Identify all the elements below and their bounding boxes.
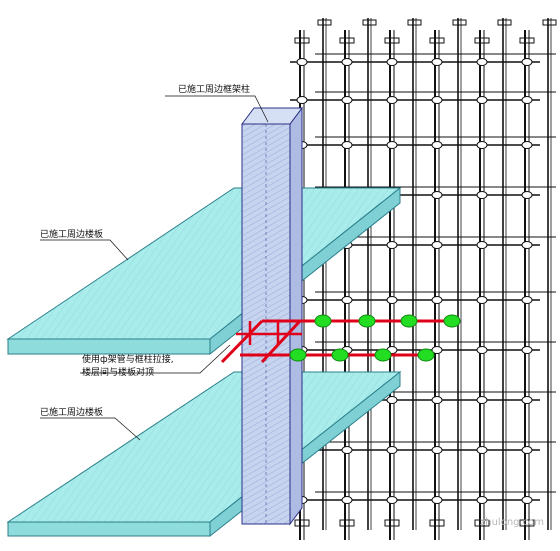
rosette-node — [386, 396, 398, 404]
rosette-node — [431, 496, 443, 504]
rosette-node — [386, 446, 398, 454]
coupler-node — [417, 348, 435, 362]
rosette-node — [476, 241, 488, 249]
rosette-node — [521, 346, 533, 354]
rosette-node — [521, 191, 533, 199]
rosette-node — [386, 96, 398, 104]
jack-head — [339, 37, 355, 44]
rosette-node — [431, 446, 443, 454]
rosette-node — [476, 296, 488, 304]
rosette-node — [386, 496, 398, 504]
rosette-node — [386, 58, 398, 66]
coupler-node — [331, 348, 349, 362]
base-plate — [384, 519, 400, 527]
tie-note-line2: 楼层间与楼板对顶 — [82, 366, 154, 378]
rosette-node — [386, 241, 398, 249]
base-plate — [429, 519, 445, 527]
rosette-node — [476, 58, 488, 66]
rosette-node — [341, 58, 353, 66]
coupler-node — [400, 314, 418, 328]
lower-slab-label: 已施工周边楼板 — [40, 406, 103, 418]
rosette-node — [521, 141, 533, 149]
leader-lines — [40, 95, 269, 441]
rosette-node — [431, 58, 443, 66]
upper-slab — [6, 186, 402, 356]
coupler-node — [443, 314, 461, 328]
jack-head — [519, 37, 535, 44]
lower-slab — [6, 370, 402, 538]
rosette-node — [476, 496, 488, 504]
rosette-node — [476, 96, 488, 104]
jack-head — [429, 37, 445, 44]
jack-head — [542, 19, 557, 26]
rosette-node — [521, 296, 533, 304]
jack-head — [294, 37, 310, 44]
jack-head — [497, 19, 512, 26]
jack-head — [384, 37, 400, 44]
rosette-node — [341, 96, 353, 104]
base-plate — [294, 519, 310, 527]
rosette-node — [476, 346, 488, 354]
tie-couplers — [289, 314, 461, 362]
coupler-node — [374, 348, 392, 362]
rosette-node — [431, 241, 443, 249]
jack-head — [452, 19, 467, 26]
rosette-node — [431, 296, 443, 304]
base-plate — [339, 519, 355, 527]
jack-head — [407, 19, 422, 26]
rosette-node — [476, 446, 488, 454]
scaffold-frame — [290, 18, 557, 540]
rosette-node — [386, 141, 398, 149]
tie-note-line1: 使用ф架管与框柱拉接, — [82, 353, 174, 365]
coupler-node — [289, 348, 307, 362]
coupler-node — [314, 314, 332, 328]
base-plate — [474, 519, 490, 527]
rosette-node — [296, 58, 308, 66]
upper-slab-label: 已施工周边楼板 — [40, 228, 103, 240]
coupler-node — [358, 314, 376, 328]
rosette-node — [521, 396, 533, 404]
rosette-node — [386, 296, 398, 304]
column-label: 已施工周边框架柱 — [178, 83, 250, 95]
rosette-node — [521, 96, 533, 104]
jack-head — [362, 19, 377, 26]
rosette-node — [521, 496, 533, 504]
rosette-node — [431, 396, 443, 404]
rosette-node — [431, 191, 443, 199]
base-plate — [519, 519, 535, 527]
frame-column — [241, 106, 303, 526]
rosette-node — [521, 446, 533, 454]
rosette-node — [476, 141, 488, 149]
watermark: zhulong.com — [480, 517, 544, 528]
rosette-node — [476, 396, 488, 404]
rosette-node — [521, 241, 533, 249]
jack-head — [474, 37, 490, 44]
rosette-node — [296, 96, 308, 104]
jack-head — [317, 19, 332, 26]
rosette-node — [341, 141, 353, 149]
rosette-node — [521, 58, 533, 66]
rosette-node — [341, 296, 353, 304]
rosette-node — [431, 96, 443, 104]
rosette-node — [341, 496, 353, 504]
rosette-node — [341, 446, 353, 454]
rosette-node — [431, 346, 443, 354]
rosette-node — [431, 141, 443, 149]
rosette-node — [476, 191, 488, 199]
